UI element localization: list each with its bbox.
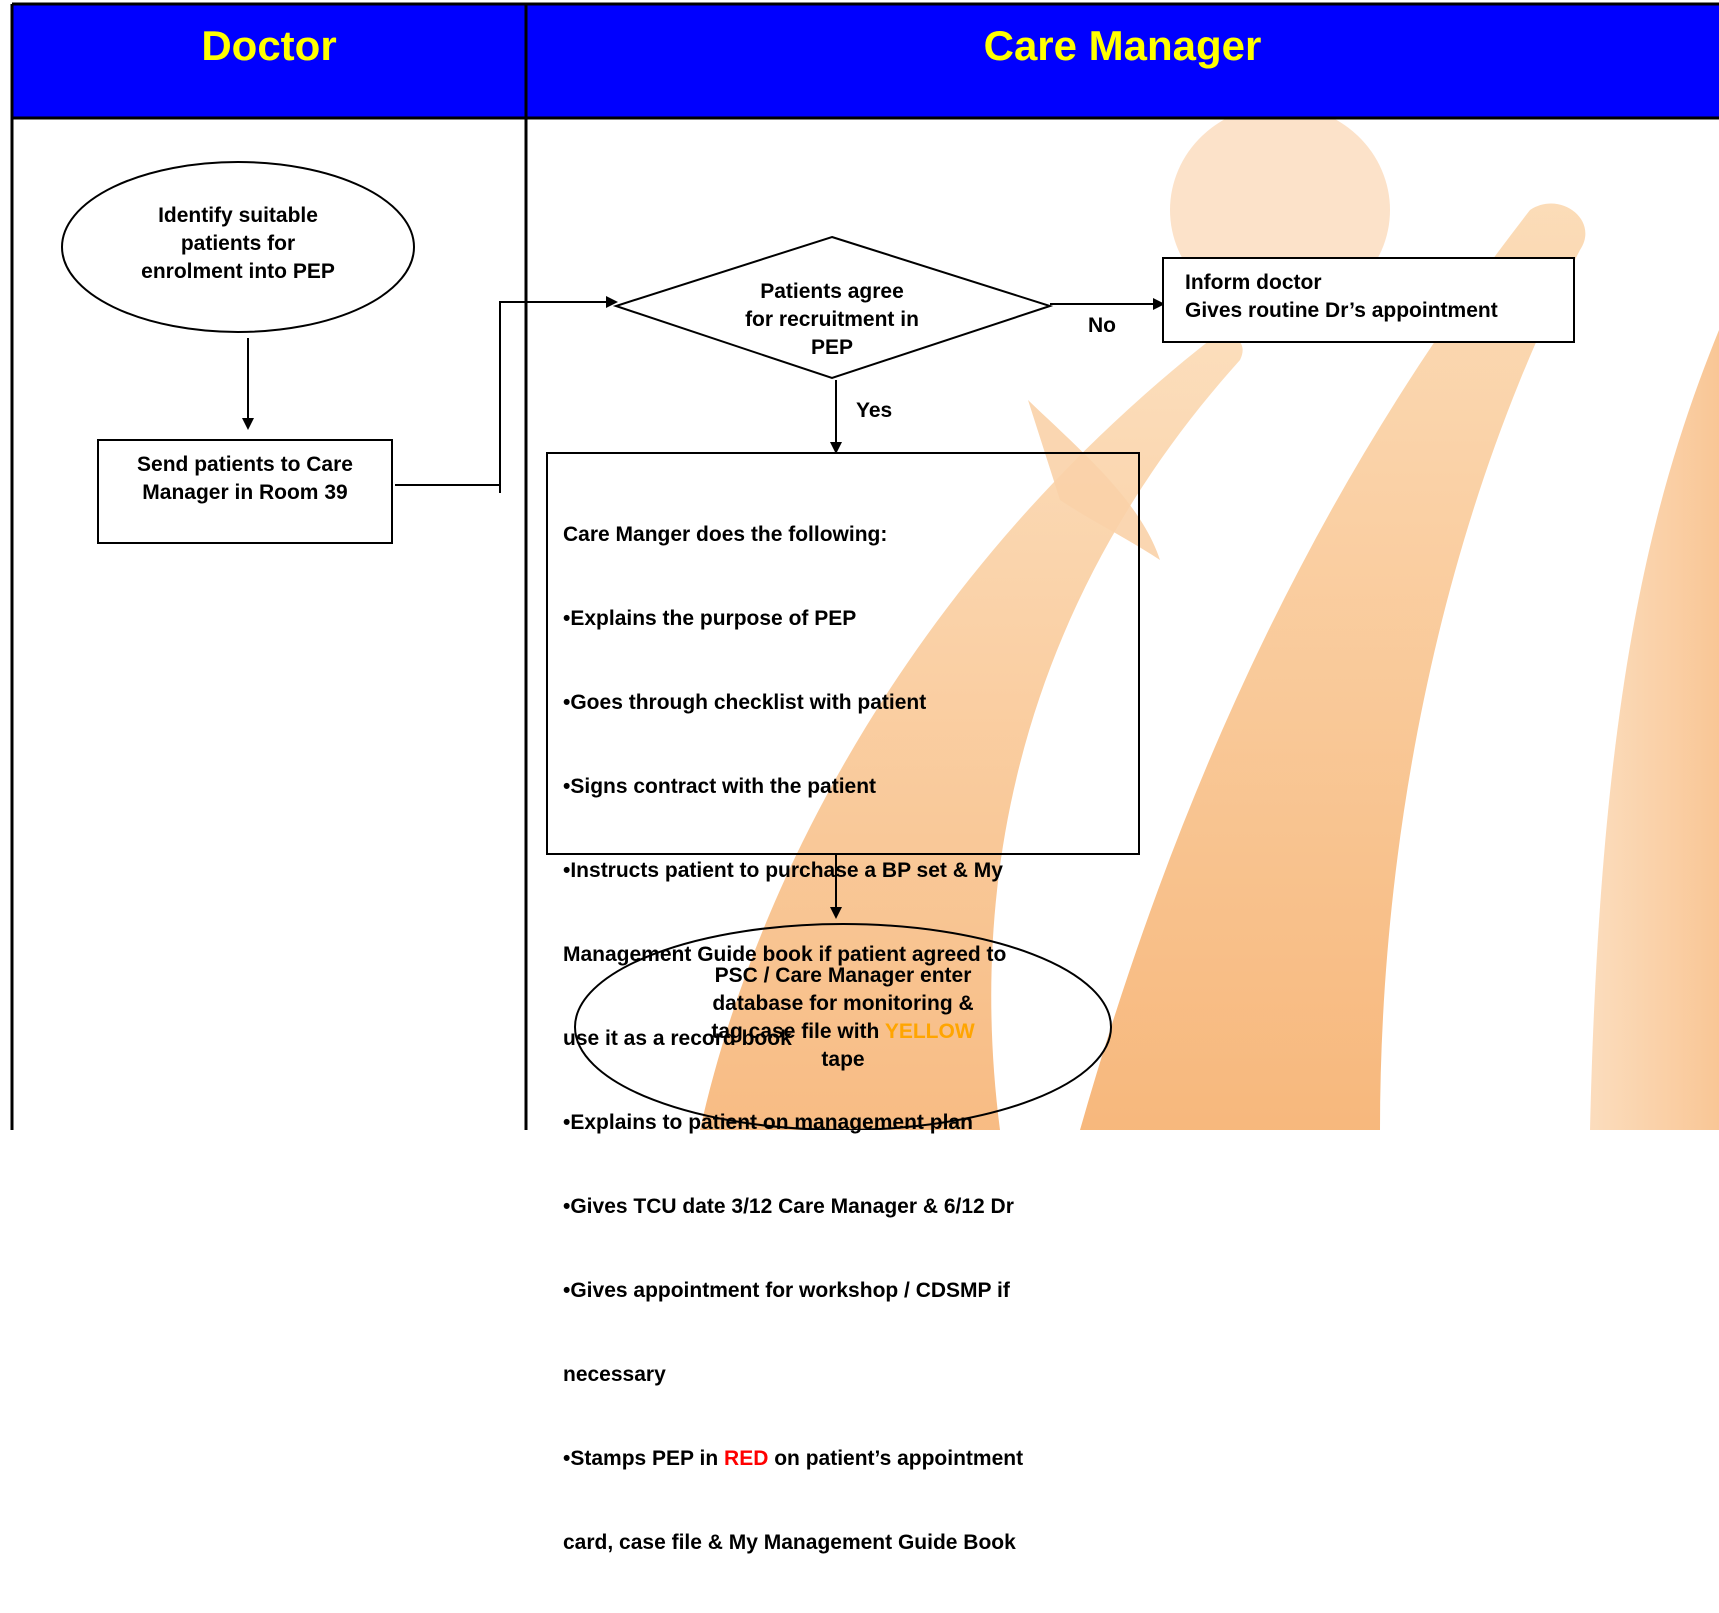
stamp-red-word: RED (724, 1447, 769, 1470)
inform-box (1162, 257, 1575, 343)
psc-line: tape (821, 1048, 865, 1071)
identify-line: Identify suitable (158, 204, 318, 227)
decision-line: for recruitment in (745, 308, 919, 331)
send-line: Send patients to Care (137, 453, 353, 476)
edge-label-no: No (1088, 314, 1116, 337)
send-box (97, 439, 393, 544)
lane-title-doctor: Doctor (201, 22, 337, 69)
psc-line: PSC / Care Manager enter (714, 964, 972, 987)
care-steps-box (546, 452, 1140, 855)
lane-title-care-manager: Care Manager (983, 22, 1262, 69)
inform-line: Gives routine Dr’s appointment (1185, 299, 1498, 322)
stamp-post: on patient’s appointment (768, 1447, 1024, 1470)
care-step-stamp-line2: card, case file & My Management Guide Bo… (563, 1531, 1016, 1554)
psc-yellow-word: YELLOW (884, 1020, 975, 1043)
inform-text: Inform doctor Gives routine Dr’s appoint… (1185, 269, 1498, 325)
identify-ellipse (61, 161, 415, 333)
care-step-item: •Goes through checklist with patient (563, 691, 927, 714)
psc-text: PSC / Care Manager enter database for mo… (620, 962, 1066, 1074)
care-step-item: •Explains to patient on management plan (563, 1111, 973, 1134)
flowchart-canvas: Doctor Care Manager Identify suitable pa… (10, 2, 1719, 1554)
care-step-item: •Gives appointment for workshop / CDSMP … (563, 1279, 1010, 1302)
watermark-leaf-right (1080, 203, 1586, 1130)
decision-text: Patients agree for recruitment in PEP (680, 278, 984, 362)
watermark-leaf-left (700, 336, 1243, 1130)
care-step-item: •Signs contract with the patient (563, 775, 877, 798)
care-steps-heading: Care Manger does the following: (563, 523, 888, 546)
care-step-stamp: •Stamps PEP in RED on patient’s appointm… (563, 1445, 1023, 1473)
stamp-pre: •Stamps PEP in (563, 1447, 725, 1470)
decision-line: Patients agree (760, 280, 904, 303)
inform-line: Inform doctor (1185, 271, 1322, 294)
psc-line3-pre: tag case file with (711, 1020, 885, 1043)
care-step-item: •Gives TCU date 3/12 Care Manager & 6/12… (563, 1195, 1014, 1218)
psc-line: database for monitoring & (712, 992, 974, 1015)
header-band (12, 4, 1719, 118)
identify-line: patients for (180, 232, 296, 255)
identify-line: enrolment into PEP (141, 260, 335, 283)
psc-ellipse (574, 923, 1112, 1130)
arrow-send-to-decision (395, 296, 618, 486)
identify-text: Identify suitable patients for enrolment… (90, 202, 386, 286)
care-step-item: •Explains the purpose of PEP (563, 607, 857, 630)
care-step-item: •Instructs patient to purchase a BP set … (563, 859, 1003, 882)
care-step-item: Management Guide book if patient agreed … (563, 943, 1007, 966)
decision-line: PEP (810, 336, 854, 359)
send-text: Send patients to Care Manager in Room 39 (98, 451, 392, 507)
flowchart-shapes (10, 2, 1719, 1130)
watermark-tongue (1028, 400, 1160, 560)
send-line: Manager in Room 39 (142, 481, 348, 504)
watermark-sliver (1590, 330, 1719, 1130)
decision-diamond (612, 235, 1054, 380)
care-step-item: necessary (563, 1363, 666, 1386)
care-step-item: use it as a record book (563, 1027, 792, 1050)
edge-label-yes: Yes (856, 399, 893, 422)
psc-line: tag case file with YELLOW (620, 1018, 1066, 1046)
